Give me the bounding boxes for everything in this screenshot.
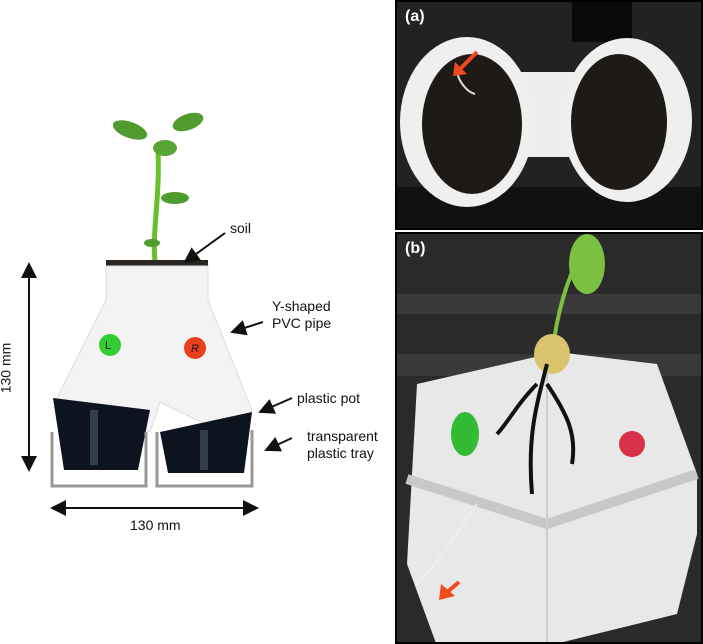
plastic-tray-left [50,432,148,488]
left-marker-label: L [105,340,112,352]
seed [534,334,570,374]
red-marker [619,431,645,457]
left-marker [99,334,121,356]
width-label: 130 mm [130,517,181,533]
photo-panel-a: (a) [395,0,703,230]
tray-label-line2: plastic tray [307,445,374,461]
seedling [112,112,204,263]
photo-b-drawing [397,234,701,642]
height-label: 130 mm [0,342,14,394]
schematic: L R soil Y-shaped PVC pipe plastic pot t… [0,112,378,533]
photo-panel-b: (b) [395,232,703,644]
green-marker [451,412,479,456]
tray-label-line1: transparent [307,428,378,444]
pipe-label-line2: PVC pipe [272,315,332,331]
pot-label: plastic pot [297,390,361,406]
plastic-tray-right [155,430,254,488]
soil [106,260,208,268]
y-shaped-pvc-pipe [55,265,253,441]
panel-tag-b: (b) [405,240,426,257]
right-marker [184,337,206,359]
red-arrow-a [457,50,479,72]
soil-label: soil [230,220,252,236]
pipe-label-line1: Y-shaped [272,298,331,314]
plastic-pot-left [53,398,150,470]
schematic-drawing [21,112,293,516]
right-marker-label: R [191,343,199,355]
panel-tag-a: (a) [405,8,425,25]
photo-a-drawing [397,2,701,228]
